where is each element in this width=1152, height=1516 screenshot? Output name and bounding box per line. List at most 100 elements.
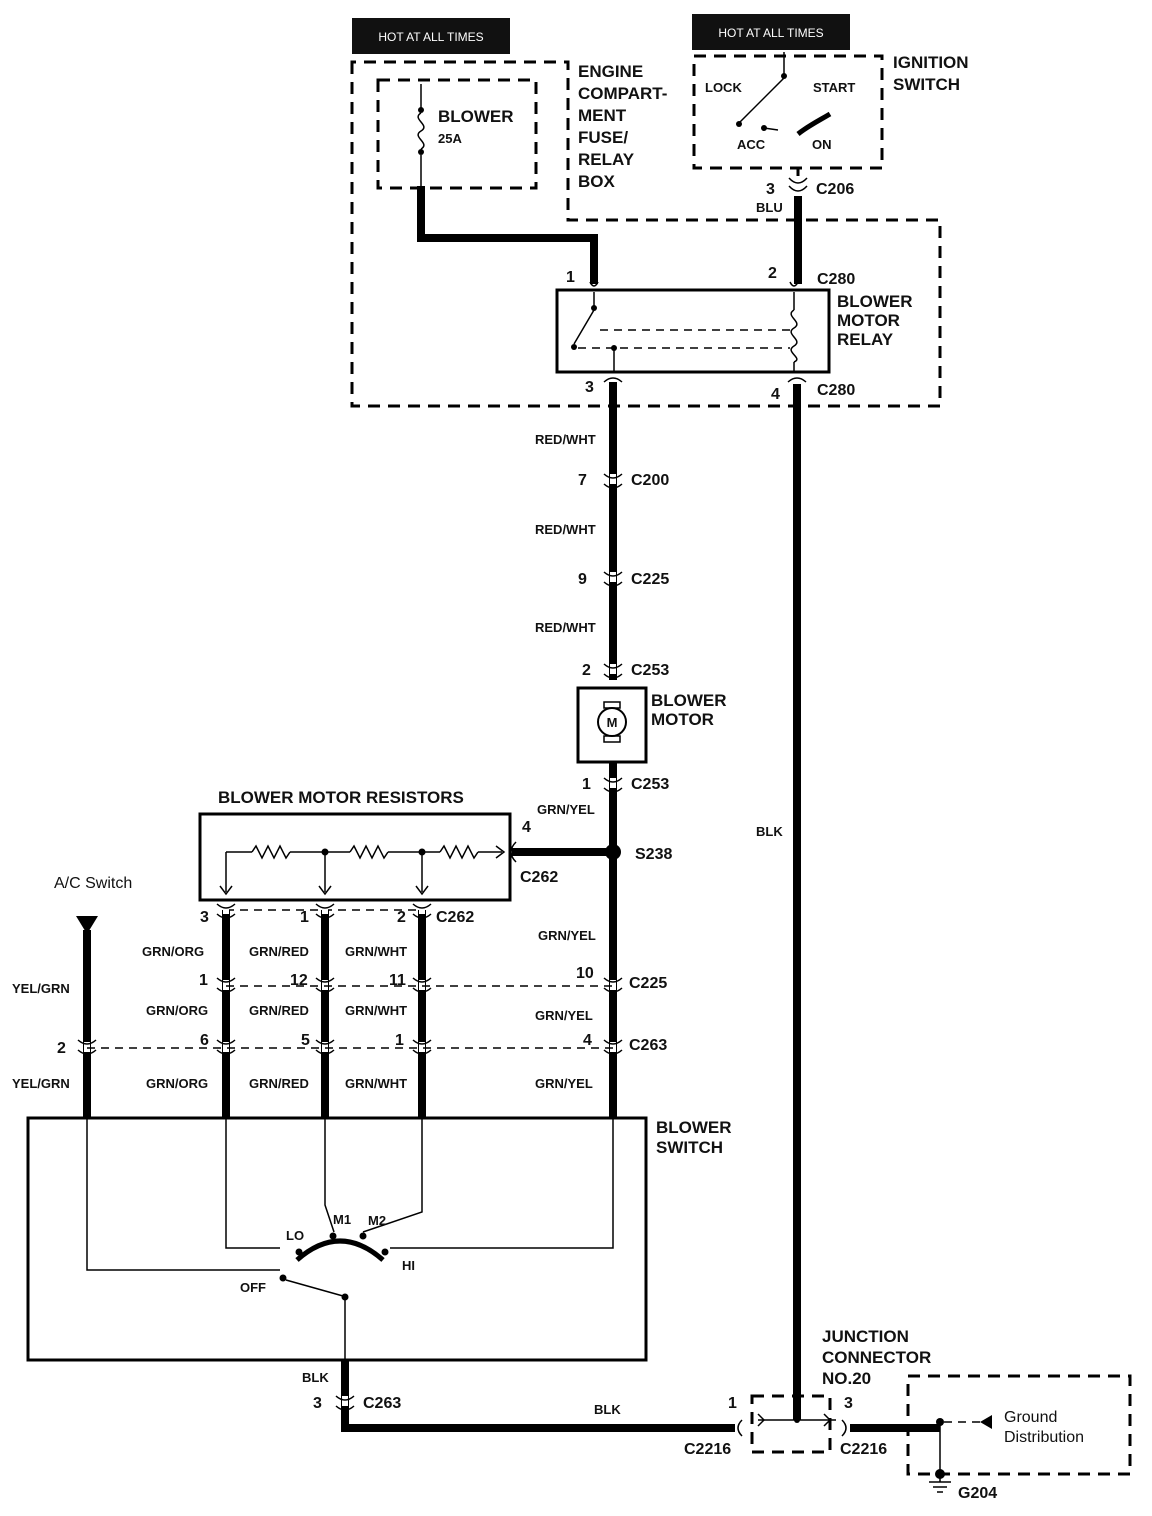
relay-c280-top: C280: [817, 271, 855, 288]
junction-title-line3: NO.20: [822, 1369, 871, 1388]
ac-switch-arrow-icon: [76, 916, 98, 934]
c225-top-pin: 9: [578, 571, 587, 588]
jc-right-c2216: C2216: [840, 1441, 887, 1458]
ign-acc: ACC: [737, 137, 766, 152]
grn-yel-label-r3: GRN/YEL: [535, 1076, 593, 1091]
bs-lo: LO: [286, 1228, 304, 1243]
c263-ground-label: C263: [363, 1395, 401, 1412]
blower-switch-title-line1: BLOWER: [656, 1118, 732, 1137]
resistor-pack-box: [198, 812, 512, 902]
grn-org-label-r1: GRN/ORG: [142, 944, 204, 959]
bs-hi: HI: [402, 1258, 415, 1273]
c253-bottom-label: C253: [631, 776, 669, 793]
fuse-box-title-line4: FUSE/: [578, 128, 628, 147]
c225-pin12: 12: [290, 972, 308, 989]
bs-m1: M1: [333, 1212, 351, 1227]
ground-symbol-icon: [929, 1469, 951, 1493]
ignition-title-line2: SWITCH: [893, 75, 960, 94]
relay-title-line1: BLOWER: [837, 292, 913, 311]
c225-top-label: C225: [631, 571, 669, 588]
ign-on: ON: [812, 137, 832, 152]
junction-title-line1: JUNCTION: [822, 1327, 909, 1346]
c263-pin1: 1: [395, 1032, 404, 1049]
blower-switch-box: [26, 1116, 648, 1362]
bs-m2: M2: [368, 1213, 386, 1228]
c253-bottom-pin: 1: [582, 776, 591, 793]
bs-off: OFF: [240, 1280, 266, 1295]
ignition-switch-symbol: LOCK START ACC ON: [705, 52, 855, 152]
ign-lock: LOCK: [705, 80, 742, 95]
blower-switch-internal: OFF LO M1 M2 HI: [86, 1118, 614, 1360]
motor-title-line2: MOTOR: [651, 710, 714, 729]
relay-pin3: 3: [585, 379, 594, 396]
c225-pin1: 1: [199, 972, 208, 989]
fuse-box-title-line1: ENGINE: [578, 62, 643, 81]
c263-ground-pin: 3: [313, 1395, 322, 1412]
c262-pin3: 3: [200, 909, 209, 926]
jc-left-c2216: C2216: [684, 1441, 731, 1458]
splice-s238: [605, 844, 621, 860]
hot-tag-left: HOT AT ALL TIMES: [352, 18, 510, 54]
splice-s238-label: S238: [635, 846, 672, 863]
blu-wire-label: BLU: [756, 200, 783, 215]
motor-symbol: M: [597, 701, 627, 743]
c253-bottom-connector: [603, 777, 623, 793]
grn-red-label-r3: GRN/RED: [249, 1076, 309, 1091]
grn-yel-label-r2: GRN/YEL: [535, 1008, 593, 1023]
c206-connector: [788, 177, 808, 192]
blower-relay-box: [555, 288, 831, 374]
grn-org-label-r2: GRN/ORG: [146, 1003, 208, 1018]
fuse-box-title-line6: BOX: [578, 172, 616, 191]
ground-distribution-line2: Distribution: [1004, 1429, 1084, 1446]
c225-top-connector: [603, 571, 623, 587]
fuse-symbol: BLOWER 25A: [417, 84, 514, 186]
c225-pin10: 10: [576, 965, 594, 982]
c263-pin5: 5: [301, 1032, 310, 1049]
c206-pin: 3: [766, 181, 775, 198]
c206-label: C206: [816, 181, 854, 198]
relay-internal: [571, 281, 799, 372]
c263-pin4: 4: [583, 1032, 592, 1049]
blower-switch-title-line2: SWITCH: [656, 1138, 723, 1157]
fuse-box-title: ENGINE COMPART- MENT FUSE/ RELAY BOX: [578, 62, 667, 191]
junction-connector-box: [750, 1394, 832, 1454]
ignition-switch-box: [692, 54, 884, 170]
relay-pin1: 1: [566, 269, 575, 286]
resistor-out-pin: 4: [522, 819, 531, 836]
relay-title-line2: MOTOR: [837, 311, 900, 330]
fuse-box-title-line2: COMPART-: [578, 84, 667, 103]
relay-pin4: 4: [771, 386, 780, 403]
c200-connector: [603, 473, 623, 489]
harness-wires: [83, 910, 426, 1118]
c253-top-connector: [603, 663, 623, 679]
red-wht-label-3: RED/WHT: [535, 620, 596, 635]
motor-m: M: [607, 715, 618, 730]
ground-distribution-line1: Ground: [1004, 1409, 1057, 1426]
ground-distribution-internal: Ground Distribution: [936, 1409, 1084, 1470]
jc-right-pin: 3: [844, 1395, 853, 1412]
blower-fuse-box: [376, 78, 538, 190]
c263-ground-connector: [335, 1395, 355, 1411]
ignition-title-line1: IGNITION: [893, 53, 969, 72]
blk-label-relay: BLK: [756, 824, 783, 839]
relay-pin2: 2: [768, 265, 777, 282]
c263-pin2: 2: [57, 1040, 66, 1057]
wire-fuse-to-relay: [417, 186, 598, 284]
hot-tag-right-text: HOT AT ALL TIMES: [718, 26, 823, 40]
ac-switch-label: A/C Switch: [54, 875, 132, 892]
resistor-out-c262: C262: [520, 869, 558, 886]
c200-pin: 7: [578, 472, 587, 489]
fuse-box-title-line3: MENT: [578, 106, 627, 125]
grn-red-label-r2: GRN/RED: [249, 1003, 309, 1018]
c253-top-label: C253: [631, 662, 669, 679]
junction-internal: [737, 1413, 847, 1437]
fuse-box-title-line5: RELAY: [578, 150, 635, 169]
c225-pin11: 11: [389, 972, 406, 989]
jc-left-pin: 1: [728, 1395, 737, 1412]
red-wht-label-1: RED/WHT: [535, 432, 596, 447]
grn-wht-label-r1: GRN/WHT: [345, 944, 407, 959]
fuse-name: BLOWER: [438, 107, 514, 126]
c262-pin1: 1: [300, 909, 309, 926]
c200-label: C200: [631, 472, 669, 489]
ign-start: START: [813, 80, 855, 95]
